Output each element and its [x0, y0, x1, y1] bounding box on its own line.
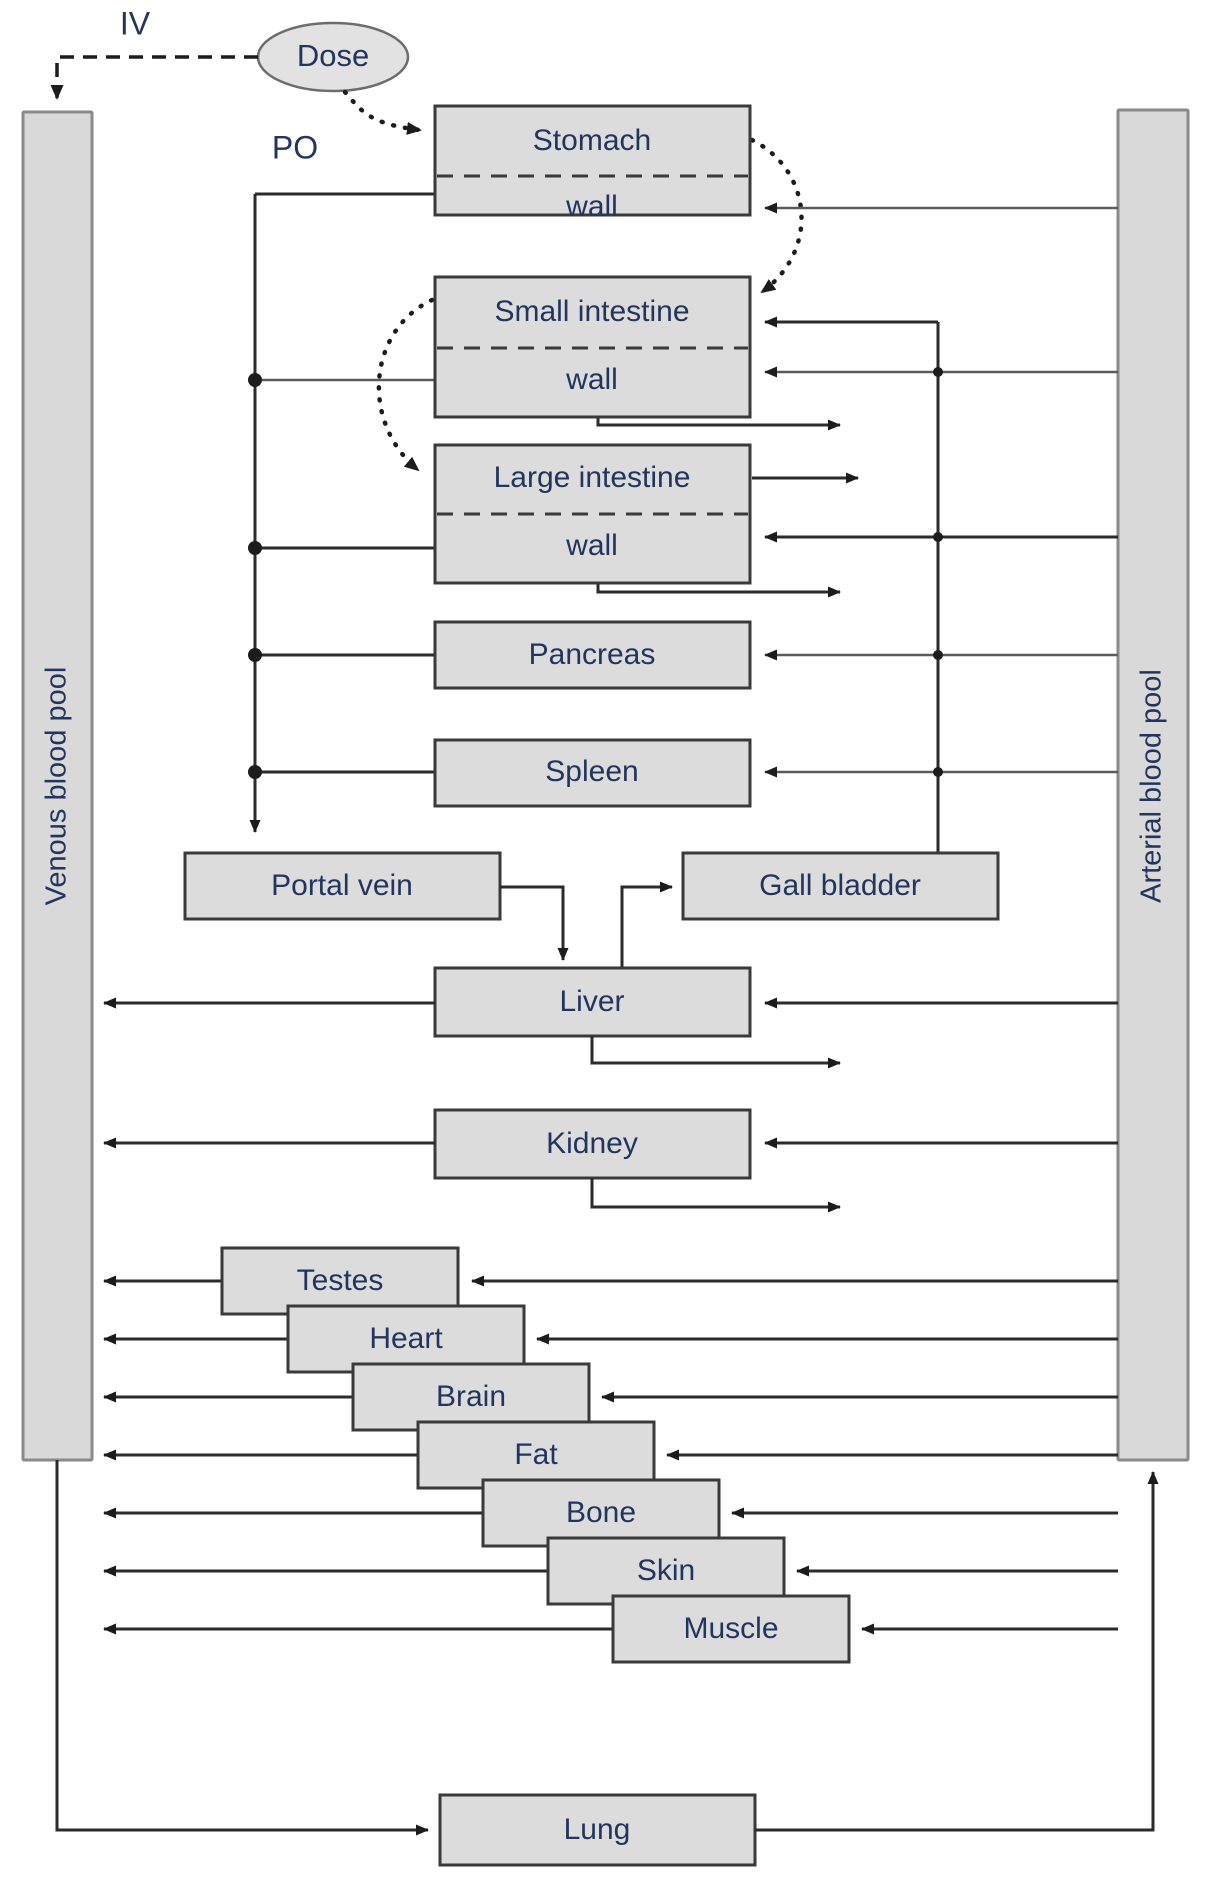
- heart-label: Heart: [369, 1322, 443, 1355]
- compartment-heart[interactable]: Heart: [103, 1304, 1118, 1374]
- arterial-branch-riser: [764, 316, 943, 855]
- dose-node[interactable]: Dose: [256, 21, 410, 93]
- venous-blood-pool-label: Venous blood pool: [41, 667, 73, 906]
- lung-label: Lung: [564, 1813, 631, 1846]
- venous-to-lung: [55, 1460, 429, 1836]
- junction-dot-icon: [248, 765, 262, 779]
- bone-label: Bone: [566, 1496, 636, 1529]
- junction-dot-icon: [248, 541, 262, 555]
- large-intestine-wall-label: wall: [565, 529, 618, 562]
- stomach-wall-label: wall: [565, 190, 618, 223]
- gi-transit-small-to-large-intestine: [376, 297, 435, 473]
- compartment-liver[interactable]: Liver: [433, 966, 752, 1038]
- junction-dot-icon: [248, 648, 262, 662]
- compartment-small-intestine[interactable]: Small intestine wall: [433, 275, 752, 419]
- compartment-portal-vein[interactable]: Portal vein: [183, 851, 502, 921]
- iv-route-label: IV: [120, 5, 151, 41]
- portal-vein-label: Portal vein: [271, 869, 413, 902]
- pancreas-label: Pancreas: [529, 638, 656, 671]
- compartment-large-intestine[interactable]: Large intestine wall: [433, 443, 752, 585]
- po-route: PO: [272, 89, 423, 165]
- dose-label: Dose: [297, 38, 369, 73]
- small-intestine-lumen-label: Small intestine: [494, 295, 689, 328]
- liver-clearance-arrow: [590, 1036, 841, 1069]
- compartment-stomach[interactable]: Stomach wall: [433, 104, 752, 223]
- venous-blood-pool: Venous blood pool: [21, 110, 94, 1462]
- compartment-muscle[interactable]: Muscle: [103, 1594, 1118, 1664]
- lung-to-arterial: [755, 1471, 1159, 1832]
- junction-dot-icon: [933, 367, 943, 377]
- small-intestine-wall-label: wall: [565, 363, 618, 396]
- junction-dot-icon: [933, 650, 943, 660]
- compartment-spleen[interactable]: Spleen: [433, 738, 752, 808]
- compartment-fat[interactable]: Fat: [103, 1420, 1118, 1490]
- spleen-label: Spleen: [545, 755, 638, 788]
- compartment-pancreas[interactable]: Pancreas: [433, 620, 752, 690]
- compartment-skin[interactable]: Skin: [103, 1536, 1118, 1606]
- large-intestine-lumen-label: Large intestine: [494, 461, 691, 494]
- junction-dot-icon: [933, 532, 943, 542]
- compartment-lung[interactable]: Lung: [438, 1793, 757, 1867]
- compartment-brain[interactable]: Brain: [103, 1362, 1118, 1432]
- arterial-blood-pool-label: Arterial blood pool: [1136, 669, 1168, 903]
- compartment-kidney[interactable]: Kidney: [433, 1108, 752, 1180]
- portal-collection-trunk: [248, 192, 435, 833]
- compartment-testes[interactable]: Testes: [103, 1246, 1118, 1316]
- gi-transit-stomach-to-small-intestine: [749, 137, 804, 295]
- junction-dot-icon: [248, 373, 262, 387]
- brain-label: Brain: [436, 1380, 506, 1413]
- kidney-label: Kidney: [546, 1127, 638, 1160]
- compartment-bone[interactable]: Bone: [103, 1478, 1118, 1548]
- portal-vein-to-liver: [500, 885, 569, 961]
- skin-label: Skin: [637, 1554, 695, 1587]
- po-route-label: PO: [272, 129, 318, 165]
- fat-label: Fat: [514, 1438, 558, 1471]
- kidney-clearance-arrow: [590, 1178, 841, 1213]
- liver-to-gall-bladder: [620, 881, 673, 968]
- testes-label: Testes: [297, 1264, 384, 1297]
- gall-bladder-label: Gall bladder: [759, 869, 921, 902]
- arterial-supply-lines: [764, 202, 1118, 1149]
- compartment-gall-bladder[interactable]: Gall bladder: [681, 851, 1000, 921]
- junction-dot-icon: [933, 767, 943, 777]
- muscle-label: Muscle: [683, 1612, 778, 1645]
- iv-route: IV: [50, 5, 258, 100]
- stomach-lumen-label: Stomach: [533, 124, 651, 157]
- arterial-blood-pool: Arterial blood pool: [1116, 108, 1190, 1462]
- liver-label: Liver: [559, 985, 624, 1018]
